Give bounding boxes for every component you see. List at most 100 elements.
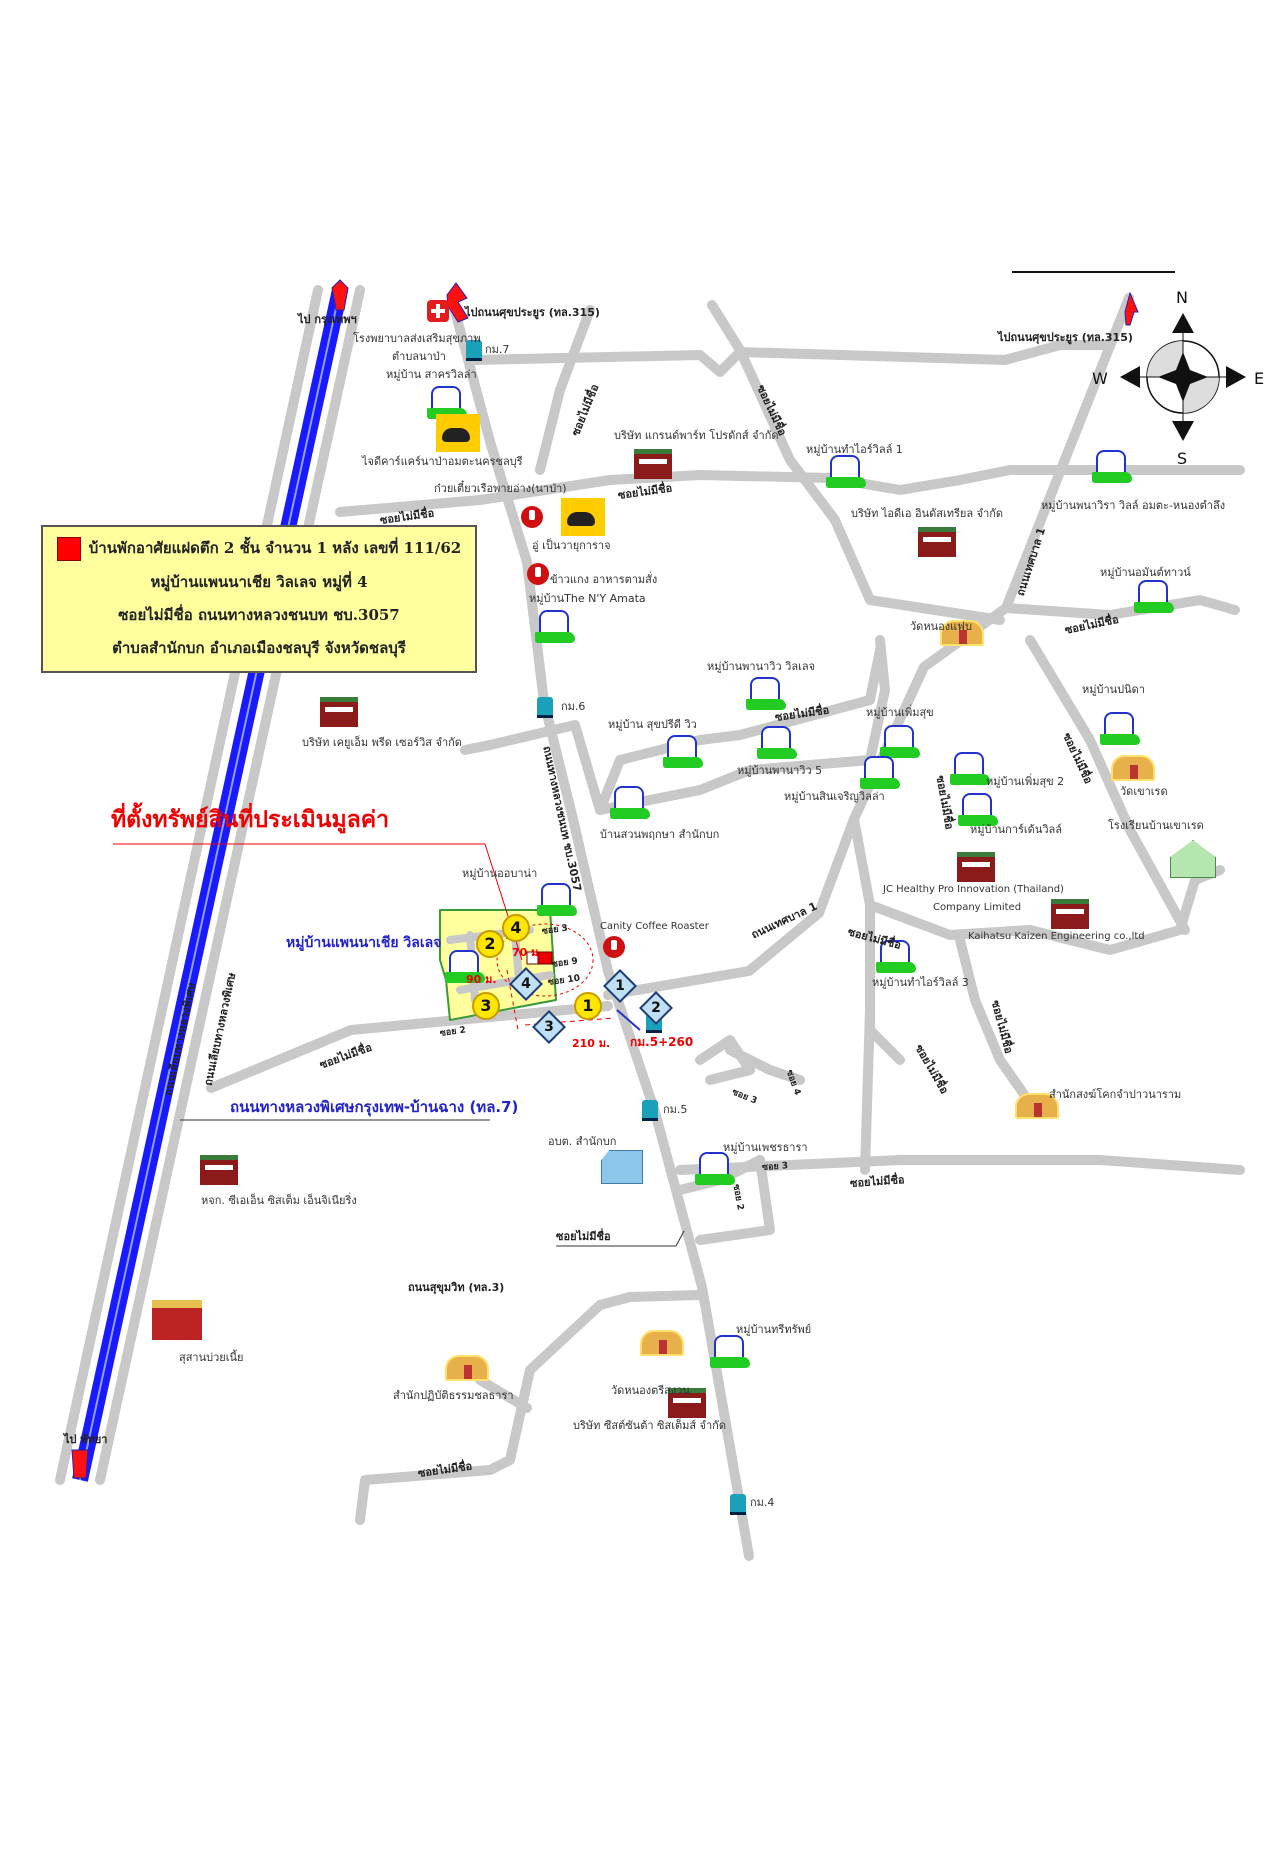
village-icon <box>663 735 703 769</box>
distance-90-line <box>506 969 519 1031</box>
label-ny-amata: หมู่บ้านThe N'Y Amata <box>529 592 646 605</box>
arrow-south-highway <box>71 1449 89 1479</box>
village-icon <box>958 793 998 827</box>
temple-icon <box>940 620 984 646</box>
label-kum-company: บริษัท เคยูเอ็ม พรีด เซอร์วิส จำกัด <box>302 736 462 749</box>
label-wat-nong-faep: วัดหนองแฟบ <box>910 620 972 633</box>
label-panawira: หมู่บ้านพนาวิรา วิลล์ อมตะ-หนองตำลึง <box>1041 499 1226 512</box>
village-icon <box>950 752 990 786</box>
village-icon <box>860 756 900 790</box>
road-west-small <box>460 740 495 755</box>
roads <box>55 285 1245 1561</box>
temple-icon <box>1015 1093 1059 1119</box>
label-garage: อู่ เป็นวายุการาจ <box>532 539 611 552</box>
village-icon <box>826 455 866 489</box>
label-km5: กม.5 <box>663 1103 688 1116</box>
property-legend-marker <box>56 537 81 561</box>
label-garden-ville: หมู่บ้านการ์เด้นวิลล์ <box>970 823 1063 836</box>
road-soi-unnamed-w <box>206 1001 613 1093</box>
label-km6: กม.6 <box>561 700 586 713</box>
label-90m: 90 ม. <box>466 973 497 986</box>
label-kok-champa: สำนักสงฆ์โคกจำปาวนาราม <box>1049 1088 1182 1101</box>
temple-icon <box>640 1330 684 1356</box>
label-wat-nong-tri-sanguan: วัดหนองตรีสงวน <box>611 1384 690 1397</box>
label-school: โรงเรียนบ้านเขาเรด <box>1108 819 1204 832</box>
highway-7-center <box>79 289 341 1481</box>
compass-icon <box>1120 313 1246 441</box>
label-petchthara: หมู่บ้านเพชรธารา <box>723 1141 808 1154</box>
village-icon <box>695 1152 735 1186</box>
village-icon <box>1092 450 1132 484</box>
factory-icon <box>320 697 358 727</box>
car-care-icon <box>436 414 480 452</box>
main-road-3057 <box>447 295 754 1561</box>
government-office-icon <box>601 1150 643 1184</box>
label-to-315-right: ไปถนนศุขประยูร (ทล.315) <box>998 331 1133 344</box>
arrow-north-315-left <box>446 282 469 323</box>
cemetery-icon <box>152 1300 202 1340</box>
village-icon <box>757 726 797 760</box>
village-icon <box>880 725 920 759</box>
label-highway-7: ถนนทางหลวงพิเศษกรุงเทพ-บ้านฉาง (ทล.7) <box>230 1098 519 1116</box>
label-jc-healthy: JC Healthy Pro Innovation (Thailand) <box>883 884 1064 895</box>
factory-icon <box>200 1155 238 1185</box>
factory-icon <box>634 449 672 479</box>
label-70m: 70 ม. <box>512 946 543 959</box>
factory-icon <box>1051 899 1089 929</box>
label-sincharoen: หมู่บ้านสินเจริญวิลล่า <box>784 790 885 803</box>
label-km4: กม.4 <box>750 1496 775 1509</box>
legend-box: บ้านพักอาศัยแฝดตึก 2 ชั้น จำนวน 1 หลัง เ… <box>41 525 477 673</box>
road-east-3 <box>675 1155 1245 1175</box>
label-village-3: หมู่บ้านทำไอร์วิลล์ 3 <box>872 976 969 989</box>
label-coffee: Canity Coffee Roaster <box>600 921 709 932</box>
label-company-south: บริษัท ซีสต์ซันต้า ซิสเต็มส์ จำกัด <box>573 1419 726 1432</box>
label-sakhon-villa: หมู่บ้าน สาครวิลล่า <box>386 368 477 381</box>
label-sukhumvit: ถนนสุขุมวิท (ทล.3) <box>408 1281 505 1294</box>
compass-s: S <box>1177 449 1188 468</box>
frontage-road-west <box>55 285 323 1485</box>
label-tree-sap: หมู่บ้านทรีทรัพย์ <box>736 1323 812 1336</box>
label-cemetery: สุสานบ่วยเนี้ย <box>179 1351 244 1364</box>
label-210m: 210 ม. <box>572 1037 611 1050</box>
label-sukpreedee: หมู่บ้าน สุขปรีดี วิว <box>608 718 697 731</box>
restaurant-icon <box>527 563 549 585</box>
label-napa-subdistrict: ตำบลนาป่า <box>392 350 446 363</box>
village-icon <box>610 786 650 820</box>
photo-point-2: 2 <box>476 930 504 958</box>
label-panaview-5: หมู่บ้านพานาวิว 5 <box>737 764 823 777</box>
label-suan-pruksa: บ้านสวนพฤกษา สำนักบก <box>600 828 720 841</box>
factory-icon <box>918 527 956 557</box>
village-icon <box>537 883 577 917</box>
label-to-315-left: ไปถนนศุขประยูร (ทล.315) <box>465 306 600 319</box>
property-neighbor <box>526 951 539 965</box>
arrow-north-315-right <box>1124 291 1139 326</box>
label-to-bangkok: ไป กรุงเทพฯ <box>298 313 357 326</box>
arrow-north-highway <box>331 279 349 311</box>
temple-icon <box>445 1355 489 1381</box>
label-village-1: หมู่บ้านทำไอร์วิลล์ 1 <box>806 443 903 456</box>
road-east <box>1001 595 1240 620</box>
radius-circle <box>496 923 594 997</box>
road-mid-west <box>485 635 890 815</box>
road-soi-a <box>535 305 595 475</box>
km-marker-icon <box>642 1100 658 1121</box>
coffee-shop-icon <box>603 936 625 958</box>
km-marker-icon <box>466 340 482 361</box>
label-km7: กม.7 <box>485 343 510 356</box>
legend-line-1: บ้านพักอาศัยแฝดตึก 2 ชั้น จำนวน 1 หลัง เ… <box>88 539 462 557</box>
road-label-soi-3-south: ซอย 3 <box>761 1161 789 1173</box>
legend-line-3: ซอยไม่มีชื่อ ถนนทางหลวงชนบท ชบ.3057 <box>118 606 400 624</box>
label-health-center: โรงพยาบาลส่งเสริมสุขภาพ <box>353 332 481 345</box>
restaurant-icon <box>521 506 543 528</box>
village-icon <box>535 610 575 644</box>
label-pannachia-village: หมู่บ้านแพนนาเชีย วิลเลจ <box>286 935 442 951</box>
photo-point-3: 3 <box>472 992 500 1020</box>
road-north-branch <box>707 300 1005 625</box>
road-kaizen <box>849 814 1225 955</box>
label-km-5-260: กม.5+260 <box>630 1035 694 1049</box>
village-icon <box>1134 580 1174 614</box>
village-icon <box>445 950 485 984</box>
label-grand-part: บริษัท แกรนด์พาร์ท โปรดักส์ จำกัด <box>614 429 779 442</box>
compass-w: W <box>1092 369 1108 388</box>
